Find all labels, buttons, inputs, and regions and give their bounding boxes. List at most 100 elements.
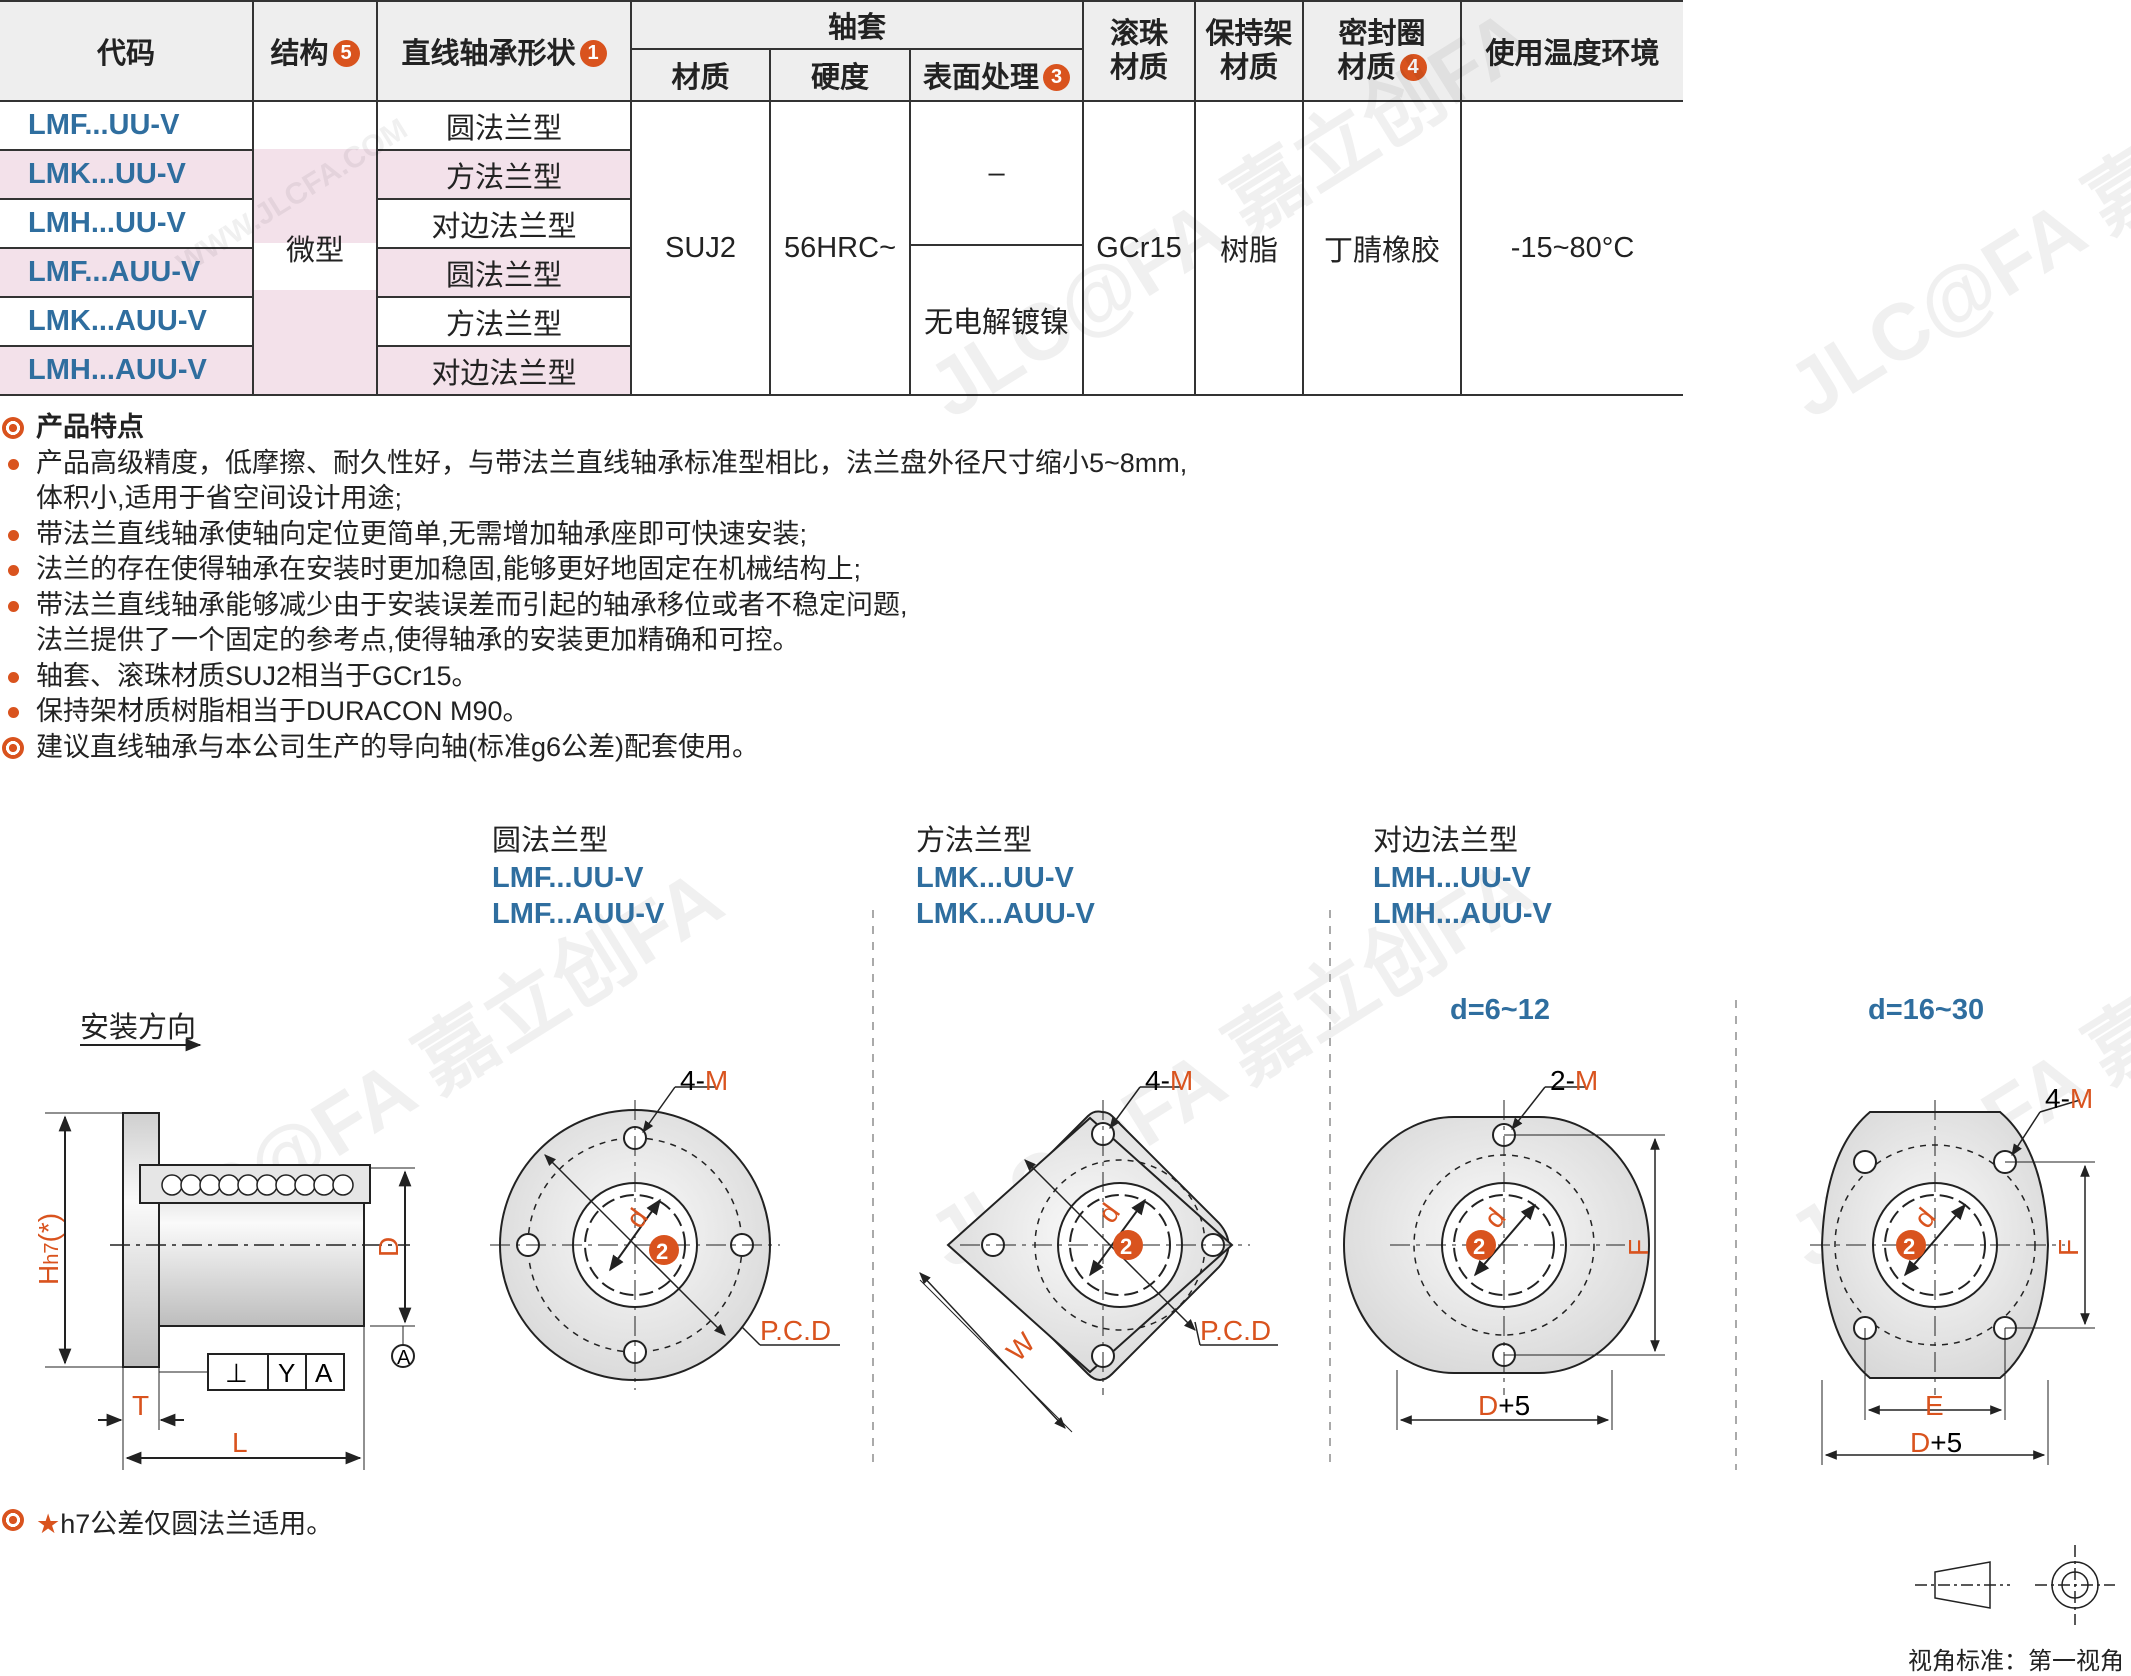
num-badge-2: 2	[1120, 1234, 1132, 1259]
num-badge: 1	[579, 39, 607, 67]
projection-standard: 视角标准：第一视角	[1908, 1648, 2124, 1675]
pcd-label: P.C.D	[760, 1315, 831, 1346]
round-code2: LMF...AUU-V	[492, 898, 665, 930]
code-cell: LMH...AUU-V	[0, 345, 254, 396]
bullet-icon	[8, 671, 19, 683]
dim-l-label: L	[232, 1427, 248, 1458]
surface-uu: –	[911, 102, 1083, 246]
header-sleeve-hardness: 硬度	[769, 48, 911, 102]
header-sleeve-material: 材质	[631, 48, 771, 102]
holes-callout: 2-M	[1550, 1065, 1598, 1096]
code-cell: LMH...UU-V	[0, 198, 254, 249]
square-flange-view	[919, 1086, 1278, 1433]
feature-item: 法兰的存在使得轴承在安装时更加稳固,能够更好地固定在机械结构上;	[36, 554, 862, 584]
shape-cell: 方法兰型	[376, 296, 631, 347]
square-code1: LMK...UU-V	[916, 862, 1074, 894]
feature-item: 带法兰直线轴承使轴向定位更简单,无需增加轴承座即可快速安装;	[36, 518, 808, 549]
range-large: d=16~30	[1868, 994, 1985, 1026]
features-title: 产品特点	[36, 412, 144, 442]
num-badges	[649, 1230, 1926, 1265]
perp-y: Y	[278, 1358, 295, 1388]
w-dimension	[919, 1272, 1066, 1429]
features-section: 产品特点 产品高级精度，低摩擦、耐久性好，与带法兰直线轴承标准型相比，法兰盘外径…	[0, 410, 1187, 765]
header-temp: 使用温度环境	[1460, 0, 1684, 102]
seal-material-cell: 丁腈橡胶	[1302, 100, 1463, 396]
ball-material-cell: GCr15	[1082, 100, 1197, 396]
feature-item: 体积小,适用于省空间设计用途;	[36, 483, 403, 513]
dim-f-label: F	[2053, 1239, 2084, 1256]
header-sleeve: 轴套	[629, 0, 1085, 50]
bullet-icon	[8, 529, 19, 541]
holes-callout: 4-M	[680, 1065, 728, 1096]
target-bullet-icon	[2, 1509, 24, 1531]
footnote: ★h7公差仅圆法兰适用。	[0, 1502, 333, 1541]
perp-symbol: ⊥	[225, 1358, 248, 1388]
num-badge-2: 2	[1903, 1234, 1915, 1259]
sleeve-material-cell: SUJ2	[630, 100, 771, 396]
cut-flange-large-view	[1810, 1099, 2095, 1465]
bullet-icon	[8, 565, 19, 576]
dim-d-label: D	[373, 1237, 404, 1257]
feature-item: 法兰提供了一个固定的参考点,使得轴承的安装更加精确和可控。	[36, 625, 800, 655]
feature-item: 轴套、滚珠材质SUJ2相当于GCr15。	[36, 660, 479, 691]
round-flange-view	[490, 1086, 840, 1390]
feature-item: 保持架材质树脂相当于DURACON M90。	[36, 696, 530, 726]
surface-cell: – 无电解镀镍	[908, 100, 1085, 396]
cage-material-cell: 树脂	[1194, 100, 1305, 396]
round-title: 圆法兰型	[492, 825, 609, 857]
perp-a: A	[315, 1358, 333, 1388]
header-ball: 滚珠材质	[1082, 0, 1197, 102]
header-cage: 保持架材质	[1194, 0, 1305, 102]
projection-symbol	[1915, 1545, 2115, 1625]
bullet-icon	[8, 707, 19, 718]
cut-code1: LMH...UU-V	[1373, 862, 1531, 894]
target-bullet-icon	[2, 736, 24, 759]
code-cell: LMK...UU-V	[0, 149, 254, 200]
side-view	[45, 1038, 415, 1470]
temp-cell: -15~80°C	[1460, 100, 1684, 396]
num-badge: 4	[1399, 53, 1427, 81]
shape-cell: 圆法兰型	[376, 100, 632, 151]
recommend-text: 建议直线轴承与本公司生产的导向轴(标准g6公差)配套使用。	[36, 731, 760, 762]
shape-cell: 方法兰型	[376, 149, 631, 200]
dim-e-label: E	[1925, 1390, 1944, 1421]
target-bullet-icon	[2, 417, 24, 439]
sleeve-hardness-cell: 56HRC~	[769, 100, 911, 396]
shape-cell: 圆法兰型	[376, 247, 631, 298]
round-code1: LMF...UU-V	[492, 862, 644, 894]
star-icon: ★	[36, 1509, 61, 1539]
shape-cell: 对边法兰型	[376, 345, 631, 396]
dim-d5-label: D+5	[1478, 1390, 1530, 1421]
num-badge: 5	[332, 39, 360, 67]
structure-cell: 微型	[252, 100, 378, 396]
code-cell: LMK...AUU-V	[0, 296, 254, 347]
dim-d5-label: D+5	[1910, 1427, 1962, 1458]
num-badge-2: 2	[656, 1239, 668, 1264]
feature-item: 带法兰直线轴承能够减少由于安装误差而引起的轴承移位或者不稳定问题,	[36, 589, 908, 620]
pcd-label: P.C.D	[1200, 1315, 1271, 1346]
range-small: d=6~12	[1450, 994, 1550, 1026]
square-code2: LMK...AUU-V	[916, 898, 1095, 930]
cut-flange-small-view	[1343, 1086, 1665, 1430]
bullet-icon	[8, 458, 19, 470]
square-title: 方法兰型	[916, 825, 1033, 857]
datum-a: A	[397, 1347, 411, 1369]
header-code: 代码	[0, 0, 254, 102]
feature-item: 产品高级精度，低摩擦、耐久性好，与带法兰直线轴承标准型相比，法兰盘外径尺寸缩小5…	[36, 447, 1188, 478]
dim-f-label: F	[1623, 1239, 1654, 1256]
holes-callout: 4-M	[1145, 1065, 1193, 1096]
install-direction: 安装方向	[80, 1012, 197, 1044]
footnote-text: h7公差仅圆法兰适用。	[60, 1509, 334, 1539]
bullet-icon	[8, 600, 19, 612]
code-cell: LMF...AUU-V	[0, 247, 254, 298]
dim-h-label: Hh7(*)	[33, 1213, 64, 1285]
dim-t-label: T	[132, 1390, 149, 1421]
holes-callout: 4-M	[2045, 1083, 2093, 1114]
view-separators	[872, 910, 1737, 1470]
code-cell: LMF...UU-V	[0, 100, 254, 151]
